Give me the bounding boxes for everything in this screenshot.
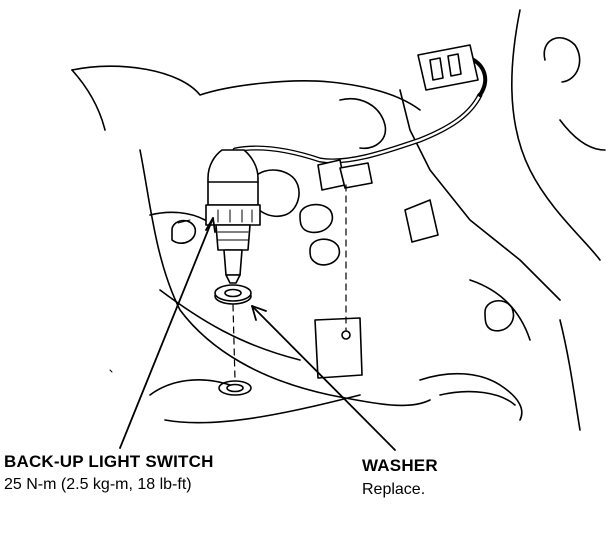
mounting-hole bbox=[218, 380, 252, 396]
alignment-lines bbox=[232, 184, 347, 381]
transmission-housing bbox=[71, 9, 606, 431]
washer-note-label: Replace. bbox=[362, 481, 426, 498]
bracket-bolt bbox=[341, 330, 351, 340]
switch-name-label: BACK-UP LIGHT SWITCH bbox=[4, 452, 214, 471]
washer-leader-line bbox=[251, 305, 396, 451]
leader-lines bbox=[119, 217, 396, 451]
washer bbox=[214, 284, 252, 305]
misc-detail bbox=[109, 219, 191, 373]
switch-torque-label: 25 N-m (2.5 kg-m, 18 lb-ft) bbox=[4, 476, 192, 493]
harness-connector bbox=[417, 44, 479, 91]
harness-clip bbox=[317, 159, 373, 191]
backup-light-switch bbox=[205, 149, 261, 284]
washer-name-label: WASHER bbox=[362, 456, 438, 475]
switch-leader-line bbox=[119, 217, 214, 449]
